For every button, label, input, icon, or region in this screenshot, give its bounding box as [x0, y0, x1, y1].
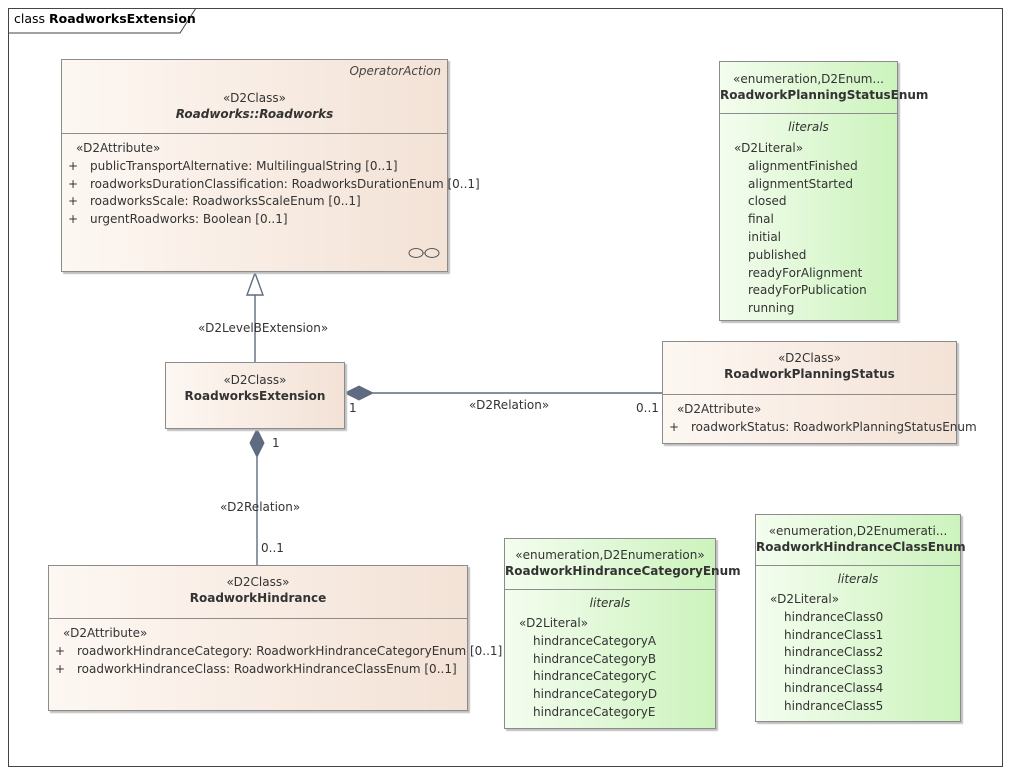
- frame-label: class RoadworksExtension: [14, 11, 196, 26]
- literal-stereotype: «D2Literal»: [770, 592, 840, 606]
- enum-literal[interactable]: closed: [748, 194, 787, 209]
- relation-status-source-multiplicity: 1: [349, 401, 357, 415]
- enum-literal[interactable]: hindranceCategoryB: [533, 651, 657, 666]
- class-stereotype: «D2Class»: [778, 351, 841, 365]
- class-roadwork-hindrance[interactable]: «D2Class» RoadworkHindrance «D2Attribute…: [48, 565, 503, 711]
- enum-literal[interactable]: hindranceClass5: [784, 698, 884, 713]
- enum-literal[interactable]: hindranceCategoryE: [533, 704, 656, 719]
- enum-literal[interactable]: hindranceCategoryA: [533, 633, 657, 648]
- frame-name: RoadworksExtension: [49, 11, 196, 26]
- enum-name: RoadworkHindranceClassEnum: [756, 540, 966, 554]
- relation-hindrance-label: «D2Relation»: [220, 500, 301, 514]
- enum-roadwork-hindrance-class[interactable]: «enumeration,D2Enumerati... RoadworkHind…: [755, 514, 966, 722]
- attributes-compartment: «D2Attribute» +publicTransportAlternativ…: [62, 134, 480, 229]
- enum-stereotype: «enumeration,D2Enumerati...: [768, 524, 948, 538]
- diagram-frame: [8, 8, 1003, 767]
- attribute-stereotype: «D2Attribute»: [677, 402, 762, 416]
- attribute-row[interactable]: +publicTransportAlternative: Multilingua…: [68, 158, 398, 173]
- class-name: RoadworksExtension: [184, 389, 326, 403]
- attribute-row[interactable]: +roadworksDurationClassification: Roadwo…: [68, 176, 480, 191]
- generalization-arrowhead: [246, 270, 264, 296]
- enum-literal[interactable]: final: [748, 212, 774, 227]
- relation-status-diamond: [343, 385, 375, 401]
- literals-compartment: «D2Literal» hindranceCategoryA hindrance…: [505, 612, 715, 722]
- enum-literal[interactable]: hindranceClass3: [784, 663, 884, 678]
- class-stereotype: «D2Class»: [223, 91, 286, 105]
- class-roadworks[interactable]: OperatorAction «D2Class» Roadworks::Road…: [61, 59, 480, 272]
- enum-roadwork-hindrance-category[interactable]: «enumeration,D2Enumeration» RoadworkHind…: [504, 538, 741, 729]
- enum-name: RoadworkPlanningStatusEnum: [720, 88, 929, 102]
- class-name: RoadworkPlanningStatus: [724, 367, 895, 381]
- class-roadwork-planning-status[interactable]: «D2Class» RoadworkPlanningStatus «D2Attr…: [662, 341, 977, 444]
- literals-compartment: «D2Literal» hindranceClass0 hindranceCla…: [756, 588, 960, 716]
- enum-literal[interactable]: hindranceCategoryC: [533, 669, 657, 684]
- enum-literal[interactable]: alignmentFinished: [748, 158, 858, 173]
- enum-literal[interactable]: readyForPublication: [748, 283, 867, 298]
- frame-label-tab: [8, 7, 197, 34]
- enum-literal[interactable]: hindranceClass4: [784, 680, 884, 695]
- class-name: RoadworkHindrance: [189, 591, 327, 605]
- enum-stereotype: «enumeration,D2Enum...: [733, 72, 884, 86]
- relation-status-target-multiplicity: 0..1: [636, 401, 659, 415]
- attribute-stereotype: «D2Attribute»: [76, 141, 161, 155]
- class-roadworks-extension[interactable]: «D2Class» RoadworksExtension: [165, 362, 345, 429]
- class-stereotype: «D2Class»: [223, 373, 287, 387]
- enum-literal[interactable]: hindranceClass1: [784, 627, 884, 642]
- attribute-row[interactable]: +roadworkHindranceCategory: RoadworkHind…: [55, 643, 503, 658]
- relation-hindrance-source-multiplicity: 1: [272, 436, 280, 450]
- attributes-compartment: «D2Attribute» +roadworkHindranceCategory…: [49, 619, 503, 678]
- class-name: Roadworks::Roadworks: [175, 107, 334, 121]
- generalization-label: «D2LevelBExtension»: [198, 321, 329, 335]
- enum-stereotype: «enumeration,D2Enumeration»: [515, 548, 705, 562]
- relation-hindrance-diamond: [249, 427, 265, 459]
- literal-stereotype: «D2Literal»: [519, 616, 589, 630]
- literals-compartment-title: literals: [837, 572, 879, 586]
- frame-kind: class: [14, 11, 46, 26]
- literals-compartment-title: literals: [589, 596, 631, 610]
- enum-roadwork-planning-status[interactable]: «enumeration,D2Enum... RoadworkPlanningS…: [719, 61, 929, 321]
- enum-literal[interactable]: hindranceCategoryD: [533, 687, 658, 702]
- literals-compartment-title: literals: [788, 120, 829, 134]
- attribute-row[interactable]: +roadworkHindranceClass: RoadworkHindran…: [55, 661, 457, 676]
- enum-name: RoadworkHindranceCategoryEnum: [505, 564, 741, 578]
- attribute-row[interactable]: +roadworksScale: RoadworksScaleEnum [0..…: [68, 194, 361, 209]
- enum-literal[interactable]: alignmentStarted: [748, 176, 853, 191]
- class-stereotype: «D2Class»: [226, 575, 290, 589]
- attribute-row[interactable]: +urgentRoadworks: Boolean [0..1]: [68, 212, 288, 227]
- relation-hindrance-target-multiplicity: 0..1: [261, 541, 284, 555]
- attribute-row[interactable]: +roadworkStatus: RoadworkPlanningStatusE…: [669, 419, 977, 434]
- attribute-stereotype: «D2Attribute»: [63, 626, 148, 640]
- enum-literal[interactable]: hindranceClass2: [784, 645, 884, 660]
- literal-stereotype: «D2Literal»: [734, 141, 804, 155]
- relation-status-label: «D2Relation»: [469, 398, 550, 412]
- enum-literal[interactable]: readyForAlignment: [748, 265, 863, 280]
- composite-link-icon: [408, 248, 440, 258]
- enum-literal[interactable]: published: [748, 247, 807, 262]
- enum-literal[interactable]: running: [748, 301, 795, 316]
- attributes-compartment: «D2Attribute» +roadworkStatus: RoadworkP…: [663, 395, 977, 437]
- literals-compartment: «D2Literal» alignmentFinished alignmentS…: [720, 136, 897, 318]
- parent-stereotype-tag: OperatorAction: [349, 64, 441, 78]
- enum-literal[interactable]: hindranceClass0: [784, 609, 884, 624]
- enum-literal[interactable]: initial: [748, 229, 781, 244]
